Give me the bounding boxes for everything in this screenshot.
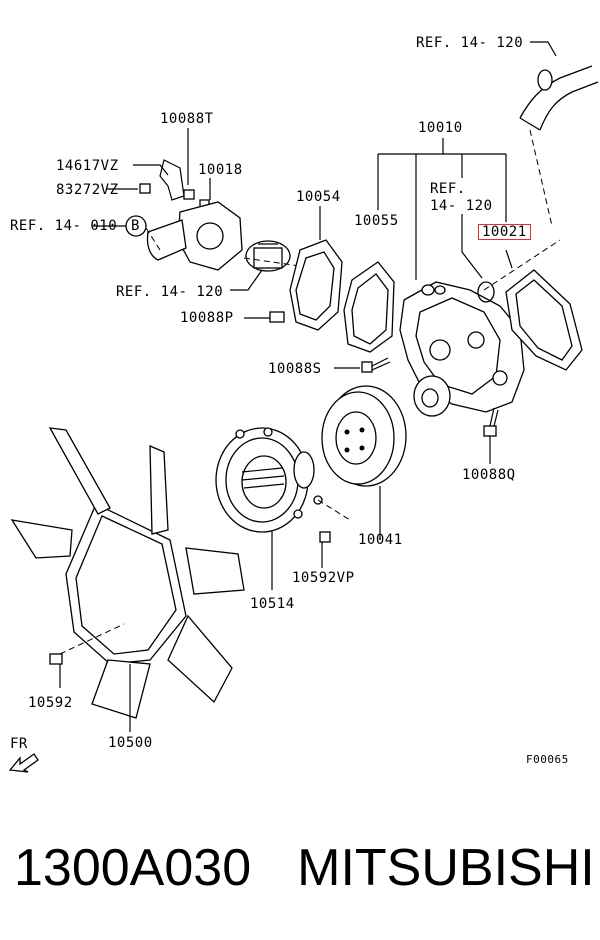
o-ring [477,281,495,303]
label-83272vz: 83272VZ [56,182,119,198]
fan-clutch-10514 [215,427,351,590]
label-10592: 10592 [28,695,73,711]
label-10054: 10054 [296,189,341,205]
label-10088s: 10088S [268,361,322,377]
label-10592vp: 10592VP [292,570,355,586]
gasket-10055 [343,261,395,353]
part-number: 1300A030 [14,839,252,897]
exploded-parts-diagram: REF. 14- 120 10010 10088T 14617VZ 10018 … [8,35,599,773]
bolt-10592vp [319,531,331,568]
label-figure-code: F00065 [526,753,569,766]
label-10010: 10010 [418,120,463,136]
bolt-10088s [334,357,391,373]
label-ref-mid-line1: REF. [430,181,466,197]
diagram-drawing [8,41,599,773]
label-ref-mid-line2: 14- 120 [430,198,493,214]
leader-10010 [377,138,513,280]
label-circle-b: B [131,218,140,234]
label-ref-14-010: REF. 14- 010 [10,218,118,234]
bolt-10088q [483,407,499,464]
label-14617vz: 14617VZ [56,158,119,174]
label-10055: 10055 [354,213,399,229]
hose-ref-14-120 [519,41,599,227]
brand-name: MITSUBISHI [297,839,595,897]
water-pump-10010 [399,281,525,417]
gasket-10021 [483,239,583,371]
thermostat-case-10018 [92,201,243,271]
caption: 1300A030 MITSUBISHI [14,838,595,898]
front-arrow-icon [8,753,39,773]
label-10500: 10500 [108,735,153,751]
label-10088p: 10088P [180,310,234,326]
label-10018: 10018 [198,162,243,178]
label-fr: FR [10,736,28,752]
label-10514: 10514 [250,596,295,612]
label-ref-14-120-left: REF. 14- 120 [116,284,224,300]
label-ref-14-120-top: REF. 14- 120 [416,35,524,51]
leader-left-top [106,128,211,209]
label-10021-highlighted: 10021 [478,224,531,240]
thermostat [230,240,301,291]
fan-10500 [10,427,245,732]
gasket-10054 [244,206,343,331]
label-10088t: 10088T [160,111,214,127]
label-10041: 10041 [358,532,403,548]
label-10088q: 10088Q [462,467,516,483]
pulley-10041 [321,385,407,540]
